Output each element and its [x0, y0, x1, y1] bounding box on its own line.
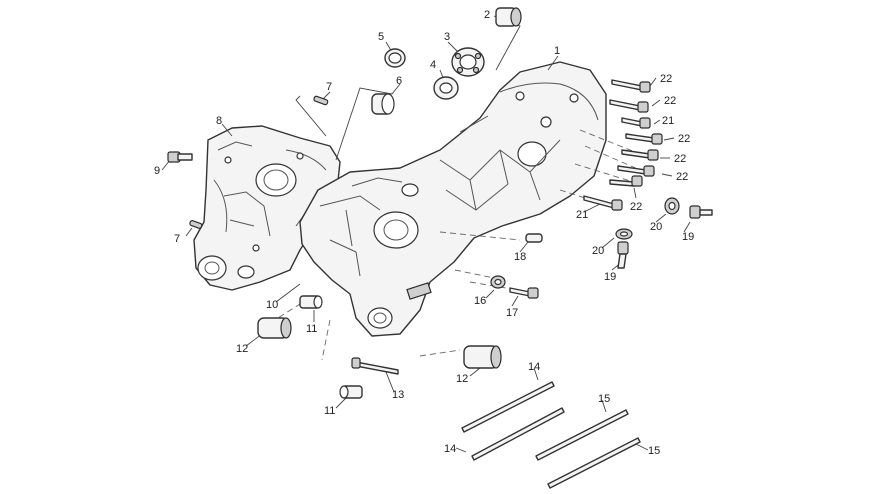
callout-22d: 22: [674, 153, 686, 165]
callout-11a: 11: [306, 323, 317, 335]
bolt-part-22-4: [621, 149, 659, 161]
dowel-pin-part-7-upper: [313, 95, 329, 106]
bolt-part-19-lower: [617, 241, 629, 269]
callout-12a: 12: [236, 343, 248, 355]
callout-20a: 20: [650, 221, 662, 233]
bolt-part-9: [167, 151, 193, 163]
nut-part-16: [490, 275, 506, 289]
rubber-mount-part-12-right: [463, 345, 502, 369]
bolt-part-17: [509, 287, 539, 299]
callout-18: 18: [514, 251, 526, 263]
callout-17: 17: [506, 307, 518, 319]
callout-20b: 20: [592, 245, 604, 257]
bolt-part-13: [351, 357, 399, 375]
bolt-part-19-right: [689, 205, 713, 219]
bearing-part-4: [433, 76, 459, 100]
dowel-pin-part-7-lower: [189, 220, 203, 229]
callout-22b: 22: [664, 95, 676, 107]
stud-part-14-upper: [461, 381, 555, 433]
callout-21b: 21: [576, 209, 588, 221]
callout-1: 1: [554, 45, 560, 57]
callout-22a: 22: [660, 73, 672, 85]
callout-22e: 22: [676, 171, 688, 183]
callout-22f: 22: [630, 201, 642, 213]
bushing-part-11-upper: [299, 295, 323, 309]
callout-5: 5: [378, 31, 384, 43]
bolt-part-22-2: [609, 99, 649, 113]
stud-part-15-upper: [535, 409, 629, 461]
bushing-part-6: [371, 93, 395, 115]
callout-21a: 21: [662, 115, 674, 127]
seal-part-5: [384, 48, 406, 68]
callout-14b: 14: [444, 443, 456, 455]
callout-11b: 11: [324, 405, 335, 417]
callout-13: 13: [392, 389, 404, 401]
bolt-part-22-5: [617, 165, 655, 177]
callout-10: 10: [266, 299, 278, 311]
callout-3: 3: [444, 31, 450, 43]
callout-2: 2: [484, 9, 490, 21]
bolt-part-22-3: [625, 133, 663, 145]
callout-22c: 22: [678, 133, 690, 145]
washer-part-20-lower: [615, 228, 633, 240]
dowel-part-18: [525, 233, 543, 243]
rubber-mount-part-12-left: [257, 317, 292, 339]
callout-14a: 14: [528, 361, 540, 373]
right-crankcase-half: [299, 61, 607, 337]
callout-12b: 12: [456, 373, 468, 385]
callout-15a: 15: [598, 393, 610, 405]
bolt-part-21-2: [583, 195, 623, 211]
bolt-part-22-6: [609, 175, 643, 187]
callout-7b: 7: [174, 233, 180, 245]
callout-19b: 19: [604, 271, 616, 283]
callout-6: 6: [396, 75, 402, 87]
callout-labels: 1 2 3 4 5 6 7 7 8 9 10 11 11 12 12 13 14…: [154, 9, 694, 457]
bushing-part-11-lower: [339, 385, 363, 399]
bolt-part-21-1: [621, 117, 651, 129]
callout-15b: 15: [648, 445, 660, 457]
callout-8: 8: [216, 115, 222, 127]
callout-16: 16: [474, 295, 486, 307]
left-crankcase-half: [193, 125, 341, 291]
bearing-part-3: [451, 47, 485, 77]
callout-4: 4: [430, 59, 436, 71]
stud-part-15-lower: [547, 437, 641, 489]
washer-part-20-right: [664, 197, 680, 215]
oil-seal-part-2: [495, 7, 522, 27]
stud-part-14-lower: [471, 407, 565, 461]
callout-9: 9: [154, 165, 160, 177]
callout-7a: 7: [326, 81, 332, 93]
assembly-lines: [261, 129, 641, 361]
callout-19a: 19: [682, 231, 694, 243]
bolt-part-22-1: [611, 79, 651, 93]
